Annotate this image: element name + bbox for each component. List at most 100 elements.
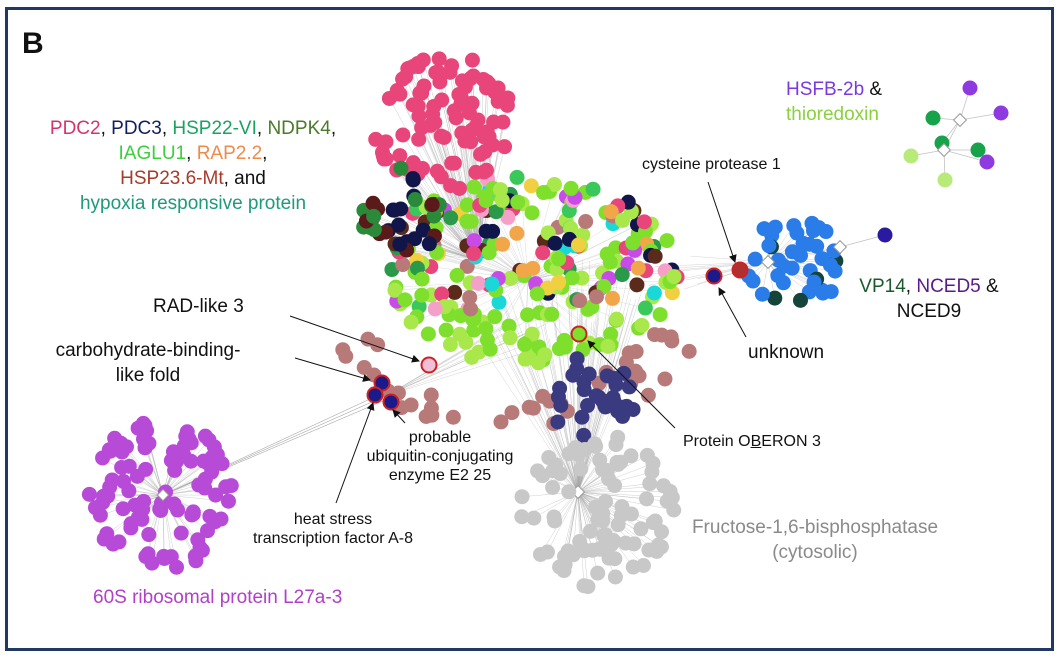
core-node — [438, 322, 454, 338]
edge — [389, 98, 479, 261]
fructose-node — [635, 558, 651, 574]
hub-node — [832, 239, 848, 255]
pink-node — [410, 98, 426, 114]
core-node — [501, 318, 517, 334]
core-node — [414, 271, 430, 287]
mauve-node — [360, 331, 376, 347]
dark-node — [378, 224, 394, 240]
core-node — [602, 254, 618, 270]
obe-branch-node — [569, 361, 585, 377]
ribosomal-node — [218, 479, 234, 495]
heat-stress-line-1: heat stress — [293, 511, 373, 528]
heat-stress-arrow — [335, 402, 375, 504]
core-node — [397, 292, 413, 308]
hsfb-node — [962, 80, 978, 96]
unknown-arrow — [718, 287, 747, 338]
core-node — [572, 293, 588, 309]
core-node — [630, 260, 646, 276]
core-node — [495, 236, 511, 252]
edge — [577, 491, 580, 542]
fructose-node — [514, 489, 530, 505]
vp14-node — [761, 238, 777, 254]
vp14-node — [805, 223, 821, 239]
fructose-node — [613, 454, 629, 470]
hsfb-label: HSFB-2b & thioredoxin — [786, 77, 882, 127]
label-segment: , — [100, 118, 112, 139]
ribosomal-node — [115, 501, 131, 517]
fructose-node — [561, 446, 577, 462]
core-node — [403, 314, 419, 330]
vp14-node — [822, 257, 838, 273]
pink-node — [395, 71, 411, 87]
label-segment: VP14 — [859, 276, 906, 297]
pink-node — [453, 90, 469, 106]
pink-node — [392, 148, 408, 164]
label-segment: , — [256, 118, 268, 139]
pink-node — [395, 127, 411, 143]
core-node — [646, 285, 662, 301]
oberon-label: Protein OBERON 3 — [683, 432, 821, 451]
ribosomal-node — [190, 532, 206, 548]
core-node — [494, 192, 510, 208]
label-segment: NDPK4 — [267, 118, 331, 139]
mauve-node — [657, 371, 673, 387]
vp14-node — [754, 286, 770, 302]
ubiquitin-label: probable ubiquitin-conjugating enzyme E2… — [350, 428, 530, 486]
core-node — [452, 326, 468, 342]
ribosomal-node — [135, 431, 151, 447]
hsfb-node — [903, 148, 919, 164]
core-node — [470, 275, 486, 291]
fructose-node — [644, 464, 660, 480]
label-segment: & — [864, 79, 883, 100]
ubiquitin-line-1: probable — [408, 429, 472, 446]
ribosomal-node — [169, 559, 185, 575]
vp14-node — [775, 275, 791, 291]
vp14-node — [776, 258, 792, 274]
label-segment: NCED9 — [896, 301, 962, 323]
core-node — [484, 276, 500, 292]
dark-node — [426, 208, 442, 224]
core-node — [544, 306, 560, 322]
pink-node — [477, 144, 493, 160]
pink-node — [416, 78, 432, 94]
vp14-node — [786, 218, 802, 234]
core-node — [509, 225, 525, 241]
label-segment: thioredoxin — [786, 104, 879, 126]
core-node — [600, 338, 616, 354]
edge — [387, 320, 517, 396]
obe-branch-node — [550, 414, 566, 430]
fructose-node — [557, 548, 573, 564]
core-node — [659, 233, 675, 249]
core-node — [509, 169, 525, 185]
unknown-label: unknown — [748, 342, 825, 363]
label-segment: PDC2 — [49, 118, 101, 139]
ribosomal-node — [121, 483, 137, 499]
fructose-node — [552, 466, 568, 482]
mauve-node — [621, 345, 637, 361]
pink-node — [463, 134, 479, 150]
fructose-node — [587, 436, 603, 452]
core-node — [546, 177, 562, 193]
pink-node — [481, 76, 497, 92]
unknown-node — [705, 267, 723, 285]
pink-node — [430, 64, 446, 80]
label-segment: , — [905, 276, 917, 297]
ribosomal-node — [191, 477, 207, 493]
core-node — [515, 263, 531, 279]
edge — [387, 331, 522, 396]
pink-node — [486, 114, 502, 130]
core-node — [629, 277, 645, 293]
pink-node — [476, 129, 492, 145]
fructose-node — [642, 476, 658, 492]
vp14-node — [767, 290, 783, 306]
core-node — [463, 213, 479, 229]
core-node — [536, 185, 552, 201]
core-node — [615, 212, 631, 228]
hub-node — [936, 142, 952, 158]
mauve-node — [335, 342, 351, 358]
edge — [521, 342, 579, 493]
core-node — [478, 193, 494, 209]
vp14-label-line-1: VP14, NCED5 & — [844, 274, 1014, 299]
pink-node — [414, 120, 430, 136]
edge — [441, 99, 479, 261]
